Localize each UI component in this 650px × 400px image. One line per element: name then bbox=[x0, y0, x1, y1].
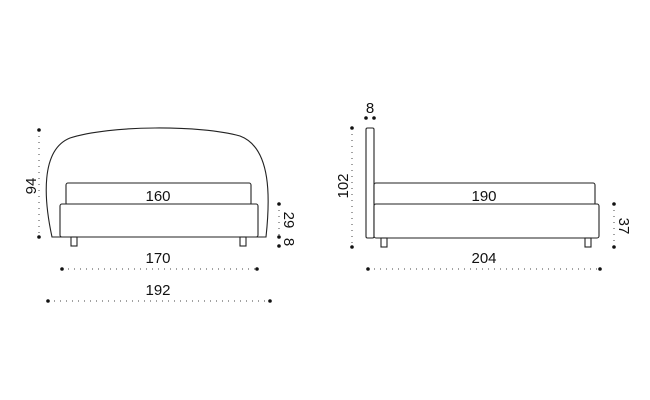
side-mattress-length-label: 190 bbox=[471, 188, 496, 205]
front-height-dimension: 94 bbox=[23, 128, 41, 239]
front-overall-width-label: 192 bbox=[145, 282, 170, 299]
side-headboard-thickness-dimension: 8 bbox=[364, 100, 376, 120]
front-leg-right bbox=[239, 236, 247, 247]
front-view: 160 94 29 8 170 192 bbox=[23, 127, 297, 303]
side-base-height-label: 37 bbox=[615, 218, 632, 235]
front-base bbox=[59, 203, 259, 238]
front-overall-width-dimension: 192 bbox=[46, 282, 272, 303]
side-height-dimension: 102 bbox=[335, 126, 354, 249]
side-overall-length-label: 204 bbox=[471, 250, 496, 267]
side-overall-length-dimension: 204 bbox=[366, 250, 602, 271]
side-leg-right bbox=[584, 237, 592, 248]
side-headboard bbox=[365, 127, 375, 239]
side-headboard-thickness-label: 8 bbox=[366, 100, 374, 117]
front-base-width-label: 170 bbox=[145, 250, 170, 267]
front-base-height-dimension: 29 8 bbox=[277, 202, 297, 248]
side-height-label: 102 bbox=[335, 173, 352, 198]
front-leg-height-label: 8 bbox=[280, 238, 297, 246]
side-base bbox=[373, 203, 600, 239]
front-height-label: 94 bbox=[23, 178, 40, 195]
side-leg-left bbox=[380, 237, 388, 248]
front-base-width-dimension: 170 bbox=[60, 250, 259, 271]
front-leg-left bbox=[70, 236, 78, 247]
front-mattress-width-label: 160 bbox=[145, 188, 170, 205]
front-base-height-label: 29 bbox=[280, 212, 297, 229]
side-view: 190 8 102 37 204 bbox=[335, 100, 632, 271]
side-base-height-dimension: 37 bbox=[612, 202, 632, 249]
